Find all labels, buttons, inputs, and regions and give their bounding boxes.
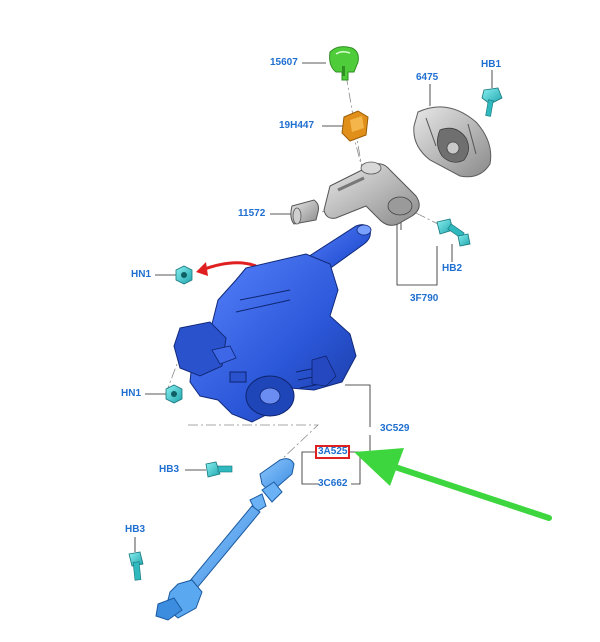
part-11572 — [290, 199, 319, 225]
bolt-HB3-lower — [128, 551, 144, 581]
label-3C662: 3C662 — [318, 478, 348, 489]
bracket-19H447 — [341, 110, 369, 142]
label-19H447: 19H447 — [279, 120, 315, 131]
label-3A525-highlighted: 3A525 — [315, 445, 351, 459]
label-6475: 6475 — [416, 72, 439, 83]
nut-HN1-lower — [165, 384, 183, 404]
bolt-HB3-upper — [205, 461, 233, 478]
rotate-arrow — [196, 261, 257, 276]
bolt-HB1 — [481, 87, 503, 117]
label-HB3-lower: HB3 — [125, 524, 146, 535]
switch-15607 — [329, 46, 359, 81]
lock-housing-6475 — [413, 106, 492, 178]
label-3C529: 3C529 — [380, 423, 410, 434]
label-HN1-upper: HN1 — [131, 269, 152, 280]
label-15607: 15607 — [270, 57, 298, 68]
upper-shaft-housing — [323, 161, 420, 226]
label-HB3-upper: HB3 — [159, 464, 180, 475]
label-HB1: HB1 — [481, 59, 502, 70]
callout-arrow — [354, 448, 552, 521]
label-11572: 11572 — [238, 208, 266, 219]
label-HB2: HB2 — [442, 263, 463, 274]
nut-HN1-upper — [175, 265, 193, 285]
steering-column-main — [173, 224, 372, 423]
intermediate-shaft-3C662 — [155, 458, 295, 621]
leader-lines — [134, 62, 493, 552]
label-HN1-lower: HN1 — [121, 388, 142, 399]
label-3F790: 3F790 — [410, 293, 439, 304]
bolt-HB2 — [436, 218, 471, 247]
